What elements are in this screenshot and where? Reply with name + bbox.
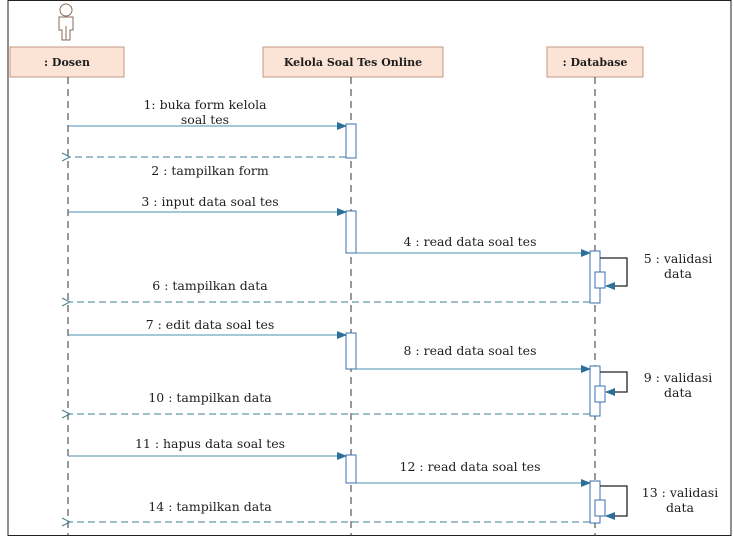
lifeline-header-kelola [262, 46, 444, 78]
message-label-6: 6 : tampilkan data [152, 278, 268, 293]
message-label-7: 7 : edit data soal tes [145, 317, 275, 332]
message-label-13: 13 : validasi data [641, 485, 719, 515]
self-call-arrow-13 [600, 485, 628, 520]
message-label-14: 14 : tampilkan data [148, 499, 272, 514]
diagram-frame [7, 0, 732, 536]
message-label-10: 10 : tampilkan data [148, 390, 272, 405]
self-call-arrow-5 [600, 257, 628, 290]
message-label-4: 4 : read data soal tes [403, 234, 537, 249]
self-call-arrow-9 [600, 371, 628, 396]
message-label-12: 12 : read data soal tes [399, 459, 541, 474]
message-label-9: 9 : validasi data [643, 370, 713, 400]
lifeline-label-kelola: Kelola Soal Tes Online [283, 56, 423, 69]
nested-activation [594, 385, 606, 403]
message-label-1: 1: buka form kelola soal tes [143, 97, 267, 127]
message-label-5: 5 : validasi data [643, 251, 713, 281]
activation-bar [345, 454, 357, 484]
activation-bar [345, 210, 357, 254]
nested-activation [594, 499, 606, 517]
activation-bar [345, 332, 357, 370]
message-label-8: 8 : read data soal tes [403, 343, 537, 358]
nested-activation [594, 271, 606, 289]
message-label-3: 3 : input data soal tes [141, 194, 279, 209]
lifeline-label-database: : Database [562, 56, 628, 69]
message-label-2: 2 : tampilkan form [151, 163, 269, 178]
stick-figure-actor-icon [58, 3, 74, 41]
message-label-11: 11 : hapus data soal tes [134, 436, 286, 451]
activation-bar [345, 123, 357, 159]
lifeline-header-dosen [9, 46, 125, 78]
lifeline-label-dosen: : Dosen [44, 56, 90, 69]
